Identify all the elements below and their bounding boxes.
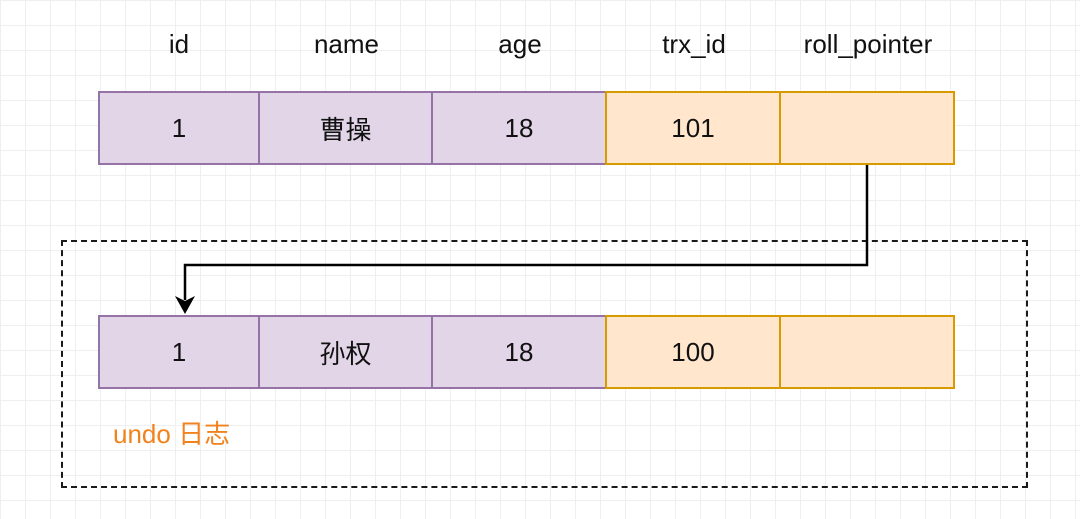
column-header-name: name [313,29,380,59]
undo-cell-id: 1 [98,315,260,389]
current-cell-id: 1 [98,91,260,165]
undo-cell-age: 18 [431,315,607,389]
current-cell-age: 18 [431,91,607,165]
column-header-age: age [498,29,542,59]
column-header-roll-pointer: roll_pointer [803,29,933,59]
current-cell-trx-id: 101 [605,91,781,165]
current-record-row: 1 曹操 18 101 [98,91,955,165]
undo-cell-name: 孙权 [258,315,433,389]
column-header-id: id [168,29,190,59]
undo-cell-trx-id: 100 [605,315,781,389]
column-header-trx-id: trx_id [662,29,726,59]
undo-cell-roll-pointer [779,315,955,389]
current-cell-name: 曹操 [258,91,433,165]
undo-record-row: 1 孙权 18 100 [98,315,955,389]
undo-log-label: undo 日志 [113,419,231,449]
current-cell-roll-pointer [779,91,955,165]
